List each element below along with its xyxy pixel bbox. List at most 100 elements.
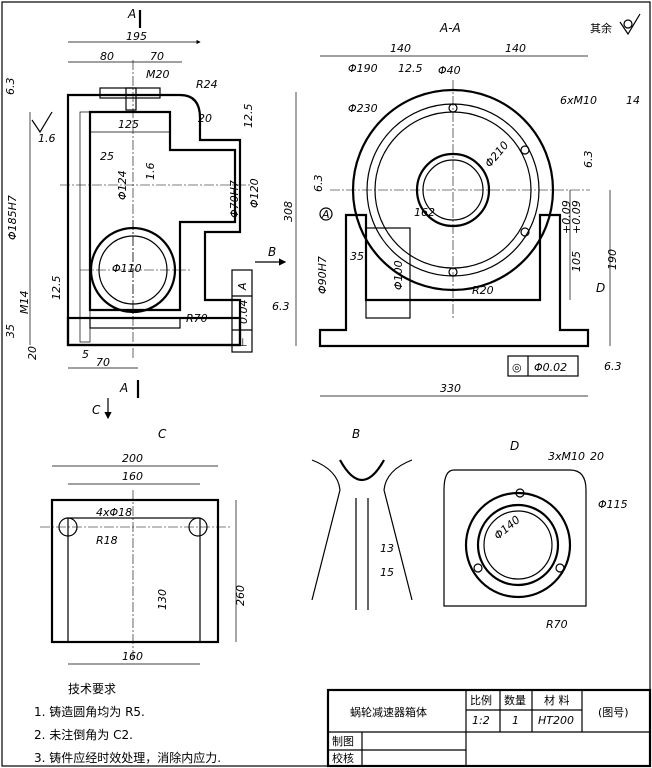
dim-80: 80	[100, 50, 114, 63]
dim-20-bottom: 20	[26, 346, 39, 360]
dim-70-bottom: 70	[96, 356, 110, 369]
dim-160-top: 160	[122, 470, 143, 483]
header-material: 材 料	[544, 693, 570, 707]
dim-5: 5	[82, 348, 89, 361]
material-value: HT200	[538, 714, 574, 727]
view-b-title: B	[352, 427, 360, 441]
dim-195: 195	[126, 30, 147, 43]
dim-15: 15	[380, 566, 394, 579]
dim-190: 190	[606, 249, 619, 270]
section-mark-a-top: A	[127, 7, 136, 21]
dim-200: 200	[122, 452, 143, 465]
dim-3xm10: 3xM10	[548, 450, 585, 463]
view-c-outline	[50, 498, 220, 644]
dim-phi210: Φ210	[482, 139, 511, 170]
quantity-value: 1	[512, 714, 519, 727]
dim-308: 308	[282, 201, 295, 222]
roughness-icon	[619, 13, 641, 36]
dim-105-tol-up: +0.09	[560, 200, 573, 234]
view-d-outline	[443, 469, 587, 607]
roughness-6-3-mid: 6.3	[312, 175, 325, 193]
front-cavity	[88, 110, 237, 312]
view-c: C 200 160 4xΦ18 R18 130 260 160	[40, 427, 247, 665]
dim-phi110: Φ110	[112, 262, 142, 275]
dim-70-top: 70	[150, 50, 164, 63]
view-d-flange	[464, 491, 572, 599]
dim-hole-depth-20: 20	[590, 450, 604, 463]
dim-r70: R70	[186, 312, 208, 325]
dim-r18: R18	[96, 534, 118, 547]
drawing-number: (图号)	[598, 706, 629, 719]
datum-a: A	[321, 208, 330, 221]
dim-140-left: 140	[390, 42, 411, 55]
tolerance-value: 0.04	[237, 300, 250, 325]
dim-25: 25	[100, 150, 114, 163]
dim-330: 330	[440, 382, 461, 395]
dim-m14: M14	[18, 291, 31, 315]
roughness-12-5-aa: 12.5	[398, 62, 423, 75]
dim-140-right: 140	[505, 42, 526, 55]
dim-35-aa: 35	[350, 250, 364, 263]
tolerance-symbol: ⊥	[238, 336, 248, 349]
dim-phi120: Φ120	[248, 178, 261, 208]
dim-r24: R24	[196, 78, 218, 91]
tolerance-datum: A	[236, 282, 249, 291]
dim-105: 105	[570, 251, 583, 272]
dim-phi100: Φ100	[392, 260, 405, 290]
dim-phi40: Φ40	[438, 64, 461, 77]
roughness-6-3-base: 6.3	[604, 360, 622, 373]
dim-phi230: Φ230	[348, 102, 378, 115]
dim-130: 130	[156, 589, 169, 610]
roughness-12-5: 12.5	[242, 104, 255, 129]
dim-125: 125	[118, 118, 139, 131]
dim-phi190: Φ190	[348, 62, 378, 75]
dim-phi140: Φ140	[492, 513, 523, 542]
view-b: B 13 15	[311, 427, 413, 610]
dim-phi185: Φ185H7	[6, 195, 19, 240]
dim-6xm10: 6xM10	[560, 94, 597, 107]
roughness-6-3-right: 6.3	[582, 151, 595, 169]
dim-162: 162	[414, 206, 435, 219]
roughness-1-6-mid: 1.6	[144, 163, 157, 181]
view-d-mark: D	[596, 281, 605, 295]
dim-phi70: Φ70H7	[228, 180, 241, 218]
section-title-aa: A-A	[439, 21, 461, 35]
corner-roughness: 其余	[590, 13, 641, 36]
view-d: D 3xM10 20 Φ115 Φ140 R70	[443, 439, 628, 631]
dim-260: 260	[234, 585, 247, 606]
dim-phi90: Φ90H7	[316, 256, 329, 294]
dim-r70-d: R70	[546, 618, 568, 631]
technical-notes: 技术要求 1. 铸造圆角均为 R5. 2. 未注倒角为 C2. 3. 铸件应经时…	[34, 680, 324, 766]
dim-20-top: 20	[198, 112, 212, 125]
note-item-2: 2. 未注倒角为 C2.	[34, 728, 133, 742]
front-view: A A C 195 80 70 M20 R24 12	[4, 7, 287, 420]
tolerance-frame	[231, 269, 253, 353]
dim-35: 35	[4, 324, 17, 338]
dim-m20: M20	[146, 68, 170, 81]
roughness-1-6-left: 1.6	[38, 132, 56, 145]
view-d-title: D	[510, 439, 519, 453]
dim-phi124: Φ124	[116, 170, 129, 200]
title-block: 蜗轮减速器箱体 比例 数量 材 料 1:2 1 HT200 (图号) 制图 校核	[326, 688, 652, 768]
roughness-6-3-top: 6.3	[4, 78, 17, 96]
dim-4xphi18: 4xΦ18	[96, 506, 132, 519]
section-base	[318, 213, 590, 348]
concentricity-frame	[507, 355, 579, 377]
part-name: 蜗轮减速器箱体	[350, 705, 427, 719]
dim-160-bottom: 160	[122, 650, 143, 663]
header-quantity: 数量	[504, 694, 526, 707]
concentricity-symbol: ◎	[512, 361, 522, 374]
dim-phi115: Φ115	[598, 498, 628, 511]
dim-13: 13	[380, 542, 394, 555]
roughness-6-3-low: 6.3	[272, 300, 290, 313]
checked-label: 校核	[332, 751, 354, 765]
dim-r20: R20	[472, 284, 494, 297]
scale-value: 1:2	[472, 714, 490, 727]
view-c-title: C	[158, 427, 167, 441]
notes-title: 技术要求	[68, 682, 117, 696]
corner-note: 其余	[590, 21, 612, 35]
view-b-mark: B	[268, 245, 276, 259]
